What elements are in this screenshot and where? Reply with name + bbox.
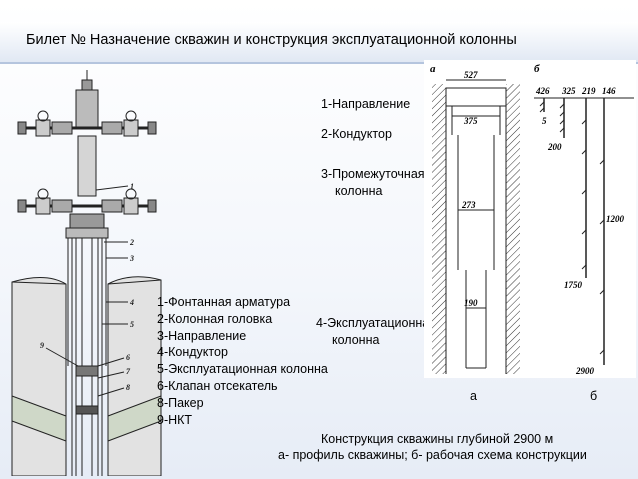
depth-1750: 1750 [564,280,583,290]
label-ekspluatacionnaya: 4-Эксплуатационная [316,316,436,330]
caption-line-1: Конструкция скважины глубиной 2900 м [321,432,554,446]
dim-146: 146 [602,86,616,96]
label-napravlenie: 1-Направление [321,97,411,111]
scheme-b-caption: б [590,389,598,403]
dim-527: 527 [464,70,478,80]
label-konduktor: 2-Кондуктор [321,127,392,141]
construction-schemes: а 527 375 273 190 [424,60,636,378]
legend-item: 2-Колонная головка [157,311,273,326]
label-promezhutochnaya: 3-Промежуточная [321,167,425,181]
legend-item: 4-Кондуктор [157,345,228,360]
legend-item: 1-Фонтанная арматура [157,295,291,309]
depth-1200: 1200 [606,214,625,224]
callout-7: 7 [126,367,131,376]
dim-219: 219 [581,86,596,96]
legend-item: 3-Направление [157,328,247,343]
wellhead-diagram: 1 2 3 4 5 6 7 8 9 [11,70,162,476]
label-ekspluatacionnaya-2: колонна [332,333,380,347]
scheme-a-caption: а [470,389,477,403]
callout-6: 6 [126,353,130,362]
callout-9: 9 [40,341,44,350]
title-bar [0,22,638,64]
legend-item: 9-НКТ [157,412,193,427]
callout-5: 5 [130,320,134,329]
legend-item: 8-Пакер [157,395,204,410]
dim-325: 325 [561,86,576,96]
wellhead-legend: 1-Фонтанная арматура 2-Колонная головка … [157,294,328,428]
depth-2900: 2900 [575,366,595,376]
callout-2: 2 [129,238,134,247]
scheme-drawing: а 527 375 273 190 [430,63,634,376]
callout-1: 1 [130,182,134,191]
scheme-b-letter: б [534,63,540,75]
callout-8: 8 [126,383,130,392]
depth-5: 5 [542,116,547,126]
dim-426: 426 [535,86,550,96]
dim-273: 273 [461,200,476,210]
legend-item: 5-Эксплуатационная колонна [157,362,328,377]
callout-4: 4 [129,298,134,307]
legend-item: 6-Клапан отсекатель [157,378,278,393]
dim-375: 375 [463,116,478,126]
dim-190: 190 [464,298,478,308]
slide-title: Билет № Назначение скважин и конструкция… [26,32,517,48]
depth-200: 200 [547,142,562,152]
label-promezhutochnaya-2: колонна [335,184,383,198]
callout-3: 3 [129,254,134,263]
caption-line-2: а- профиль скважины; б- рабочая схема ко… [278,448,587,462]
scheme-a-letter: а [430,63,436,75]
